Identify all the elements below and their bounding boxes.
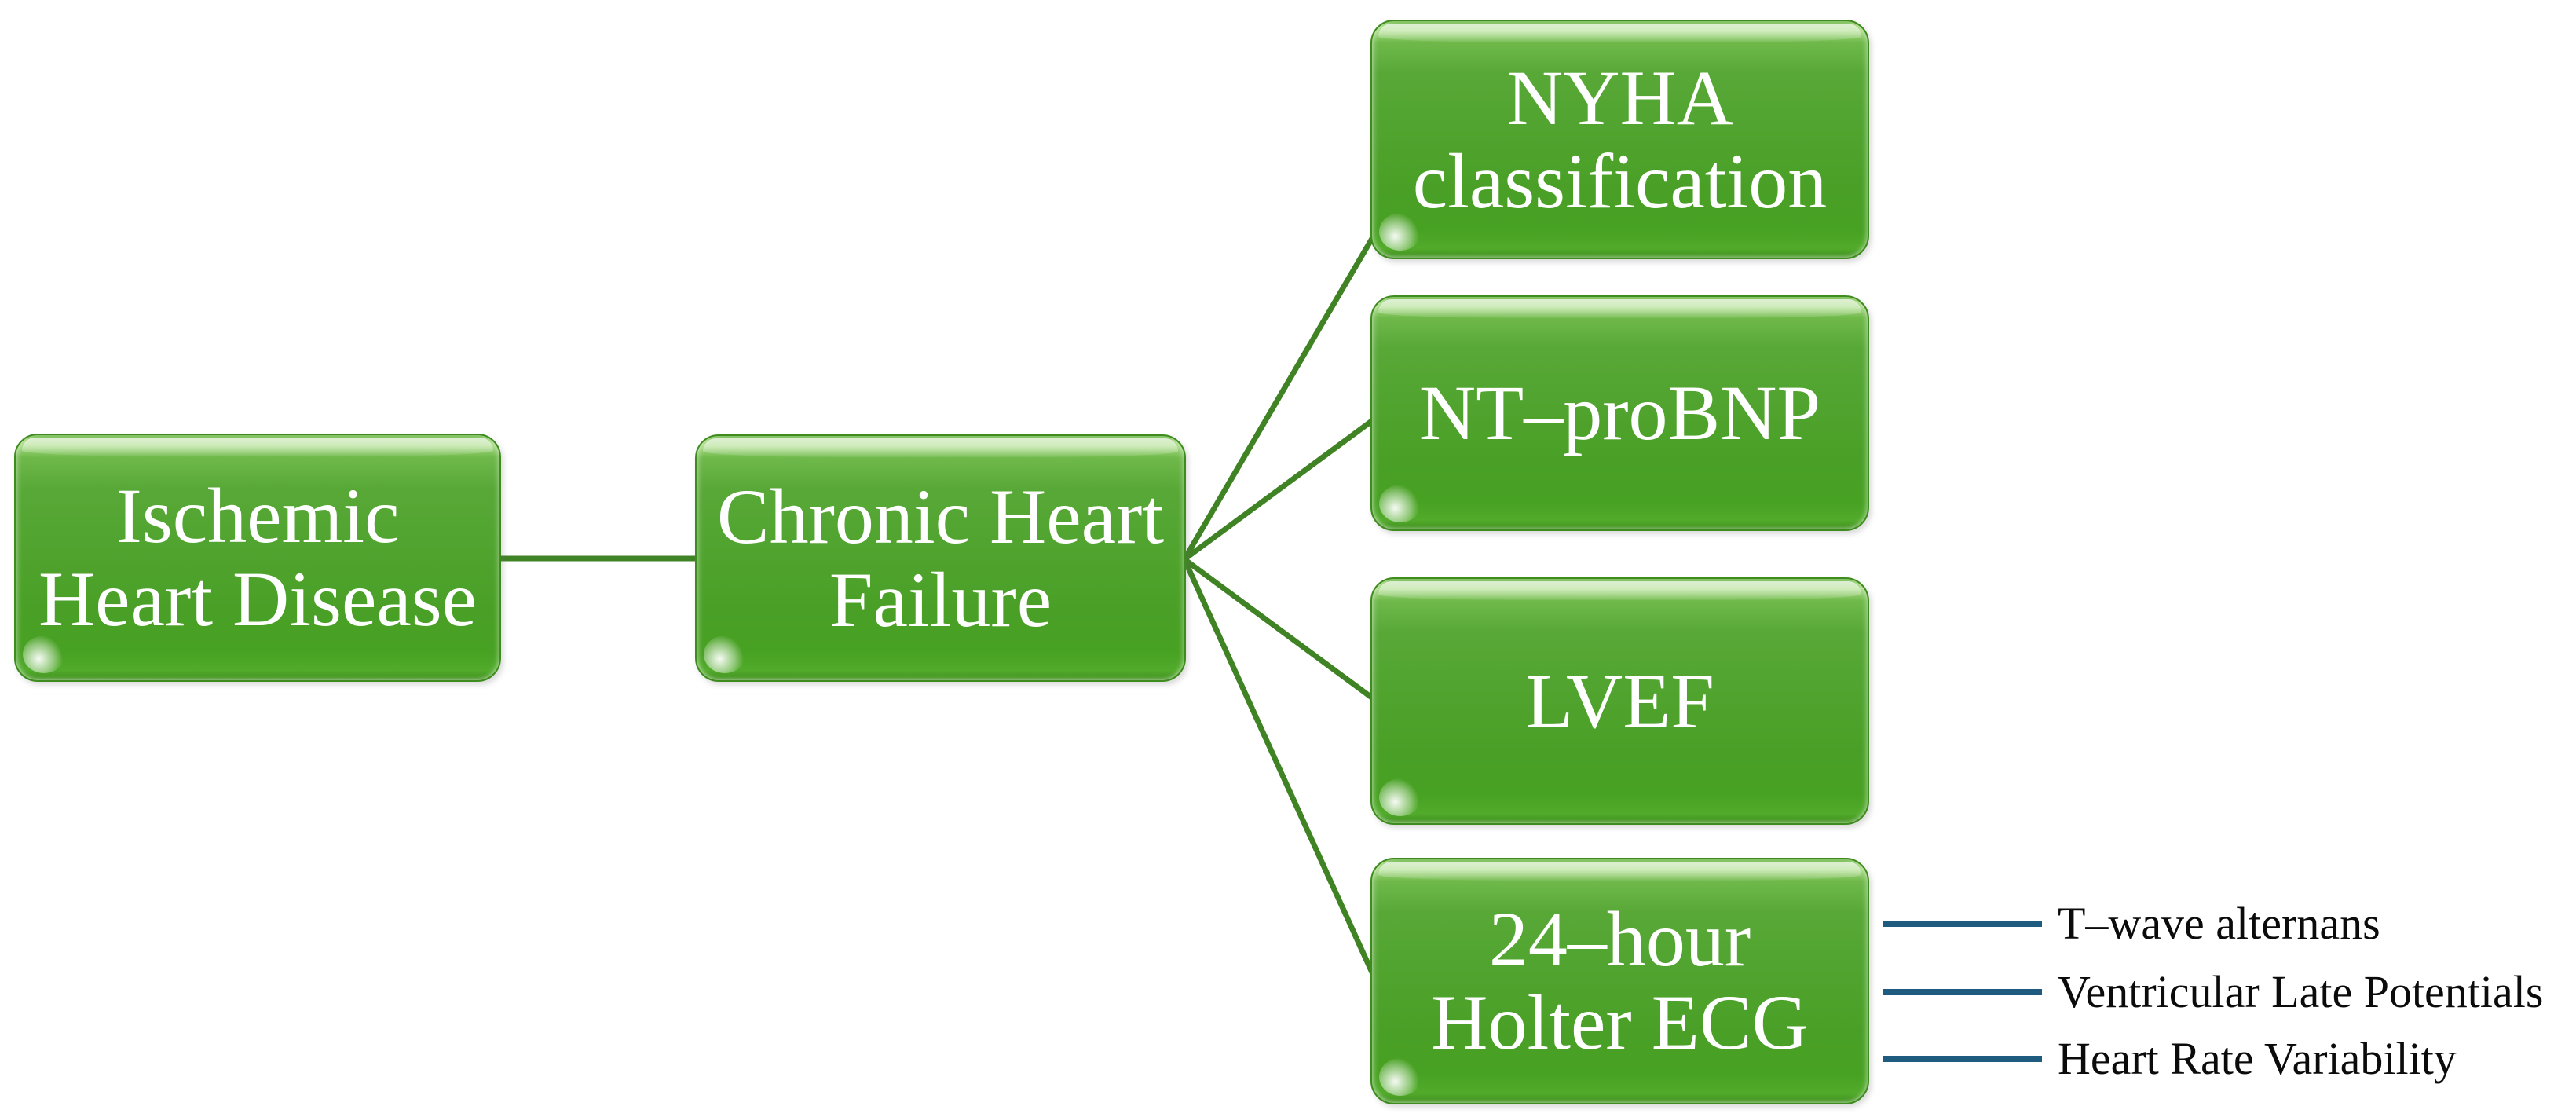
- node-nyha-classification: NYHA classification: [1370, 20, 1869, 259]
- leaf-label-heart-rate-variability: Heart Rate Variability: [2058, 1033, 2457, 1084]
- node-label: Chronic Heart Failure: [716, 472, 1165, 643]
- node-nt-probnp: NT–proBNP: [1370, 295, 1869, 531]
- node-ischemic-heart-disease: Ischemic Heart Disease: [14, 434, 501, 682]
- connector-chf-holter: [1181, 556, 1379, 984]
- node-label: LVEF: [1525, 657, 1714, 745]
- node-label: NYHA classification: [1412, 53, 1828, 225]
- leaf-label-t-wave-alternans: T–wave alternans: [2058, 898, 2380, 949]
- leaf-label-ventricular-late-potentials: Ventricular Late Potentials: [2058, 966, 2544, 1017]
- node-lvef: LVEF: [1370, 577, 1869, 825]
- connector-chf-nyha: [1181, 229, 1379, 562]
- connector-chf-ntprobnp: [1181, 415, 1379, 562]
- connector-chf-lvef: [1181, 556, 1379, 704]
- node-label: 24–hour Holter ECG: [1431, 895, 1809, 1066]
- node-label: NT–proBNP: [1418, 369, 1821, 456]
- node-24-hour-holter-ecg: 24–hour Holter ECG: [1370, 858, 1869, 1104]
- node-label: Ischemic Heart Disease: [38, 472, 478, 643]
- node-chronic-heart-failure: Chronic Heart Failure: [695, 434, 1186, 682]
